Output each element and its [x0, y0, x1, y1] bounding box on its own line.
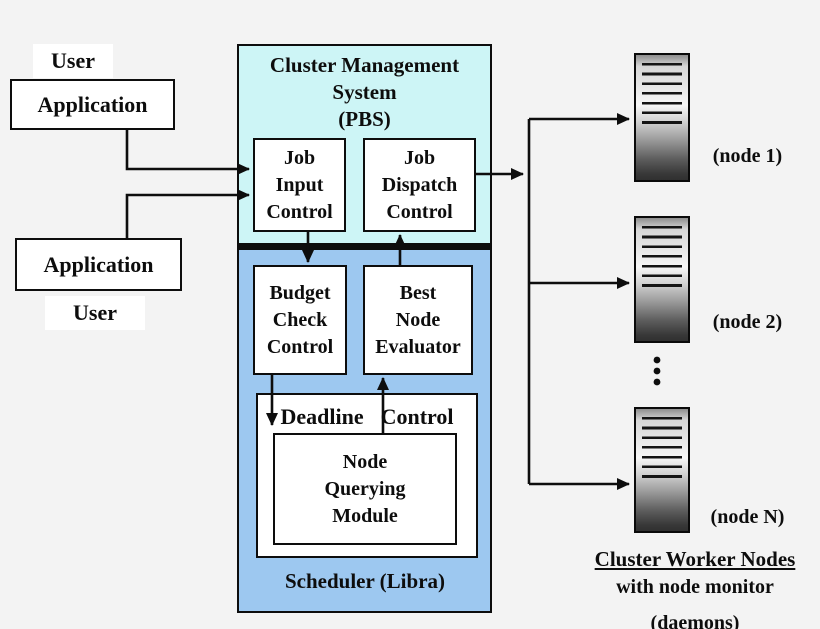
server-node-2-icon — [634, 216, 690, 343]
server-node-n-icon — [634, 407, 690, 533]
user-bottom-label: User — [45, 296, 145, 330]
budget-check-control-line2: Check — [272, 308, 328, 331]
job-input-control-line2: Input — [275, 173, 324, 196]
node-querying-module-box: Node Querying Module — [273, 433, 457, 545]
application-bottom-box: Application — [15, 238, 182, 291]
job-input-control-line1: Job — [283, 146, 316, 169]
vertical-ellipsis-dots — [653, 356, 661, 386]
worker-nodes-caption-line3-clipped: (daemons) — [650, 611, 740, 629]
job-input-control-box: Job Input Control — [253, 138, 346, 232]
node2-label: (node 2) — [712, 310, 783, 333]
server-vents — [642, 63, 682, 129]
job-dispatch-control-line2: Dispatch — [381, 173, 458, 196]
job-dispatch-control-box: Job Dispatch Control — [363, 138, 476, 232]
arrow-app1-to-job-input — [125, 129, 250, 175]
application-top-box: Application — [10, 79, 175, 130]
user-top-label: User — [33, 44, 113, 78]
budget-check-control-box: Budget Check Control — [253, 265, 347, 375]
control-word: Control — [380, 404, 454, 429]
node-querying-module-line3: Module — [332, 504, 398, 527]
best-node-evaluator-line2: Node — [395, 308, 441, 331]
server-vents — [642, 417, 682, 483]
best-node-evaluator-box: Best Node Evaluator — [363, 265, 473, 375]
budget-check-control-line1: Budget — [269, 281, 331, 304]
node-querying-module-line1: Node — [342, 450, 388, 473]
job-dispatch-control-line3: Control — [386, 200, 453, 223]
server-vents — [642, 226, 682, 292]
node-querying-module-line2: Querying — [324, 477, 406, 500]
server-node-1-icon — [634, 53, 690, 182]
budget-check-control-line3: Control — [266, 335, 334, 358]
pbs-title-line1: Cluster Management — [269, 52, 460, 77]
nodeN-label: (node N) — [710, 505, 785, 528]
scheduler-libra-label: Scheduler (Libra) — [284, 568, 446, 593]
pbs-title: Cluster Management System (PBS) — [237, 50, 492, 134]
pbs-title-line3: (PBS) — [338, 106, 391, 131]
arrow-app2-to-job-input — [125, 189, 250, 238]
worker-nodes-caption-line2: with node monitor — [616, 575, 774, 598]
node1-label: (node 1) — [712, 144, 783, 167]
job-dispatch-control-line1: Job — [403, 146, 436, 169]
best-node-evaluator-line1: Best — [399, 281, 437, 304]
worker-nodes-caption-title: Cluster Worker Nodes — [594, 546, 796, 571]
deadline-word: Deadline — [280, 404, 364, 429]
pbs-title-line2: System — [332, 79, 397, 104]
job-input-control-line3: Control — [266, 200, 333, 223]
best-node-evaluator-line3: Evaluator — [375, 335, 461, 358]
pbs-scheduler-divider — [237, 243, 492, 250]
deadline-control-label: Deadline Control — [258, 403, 476, 431]
